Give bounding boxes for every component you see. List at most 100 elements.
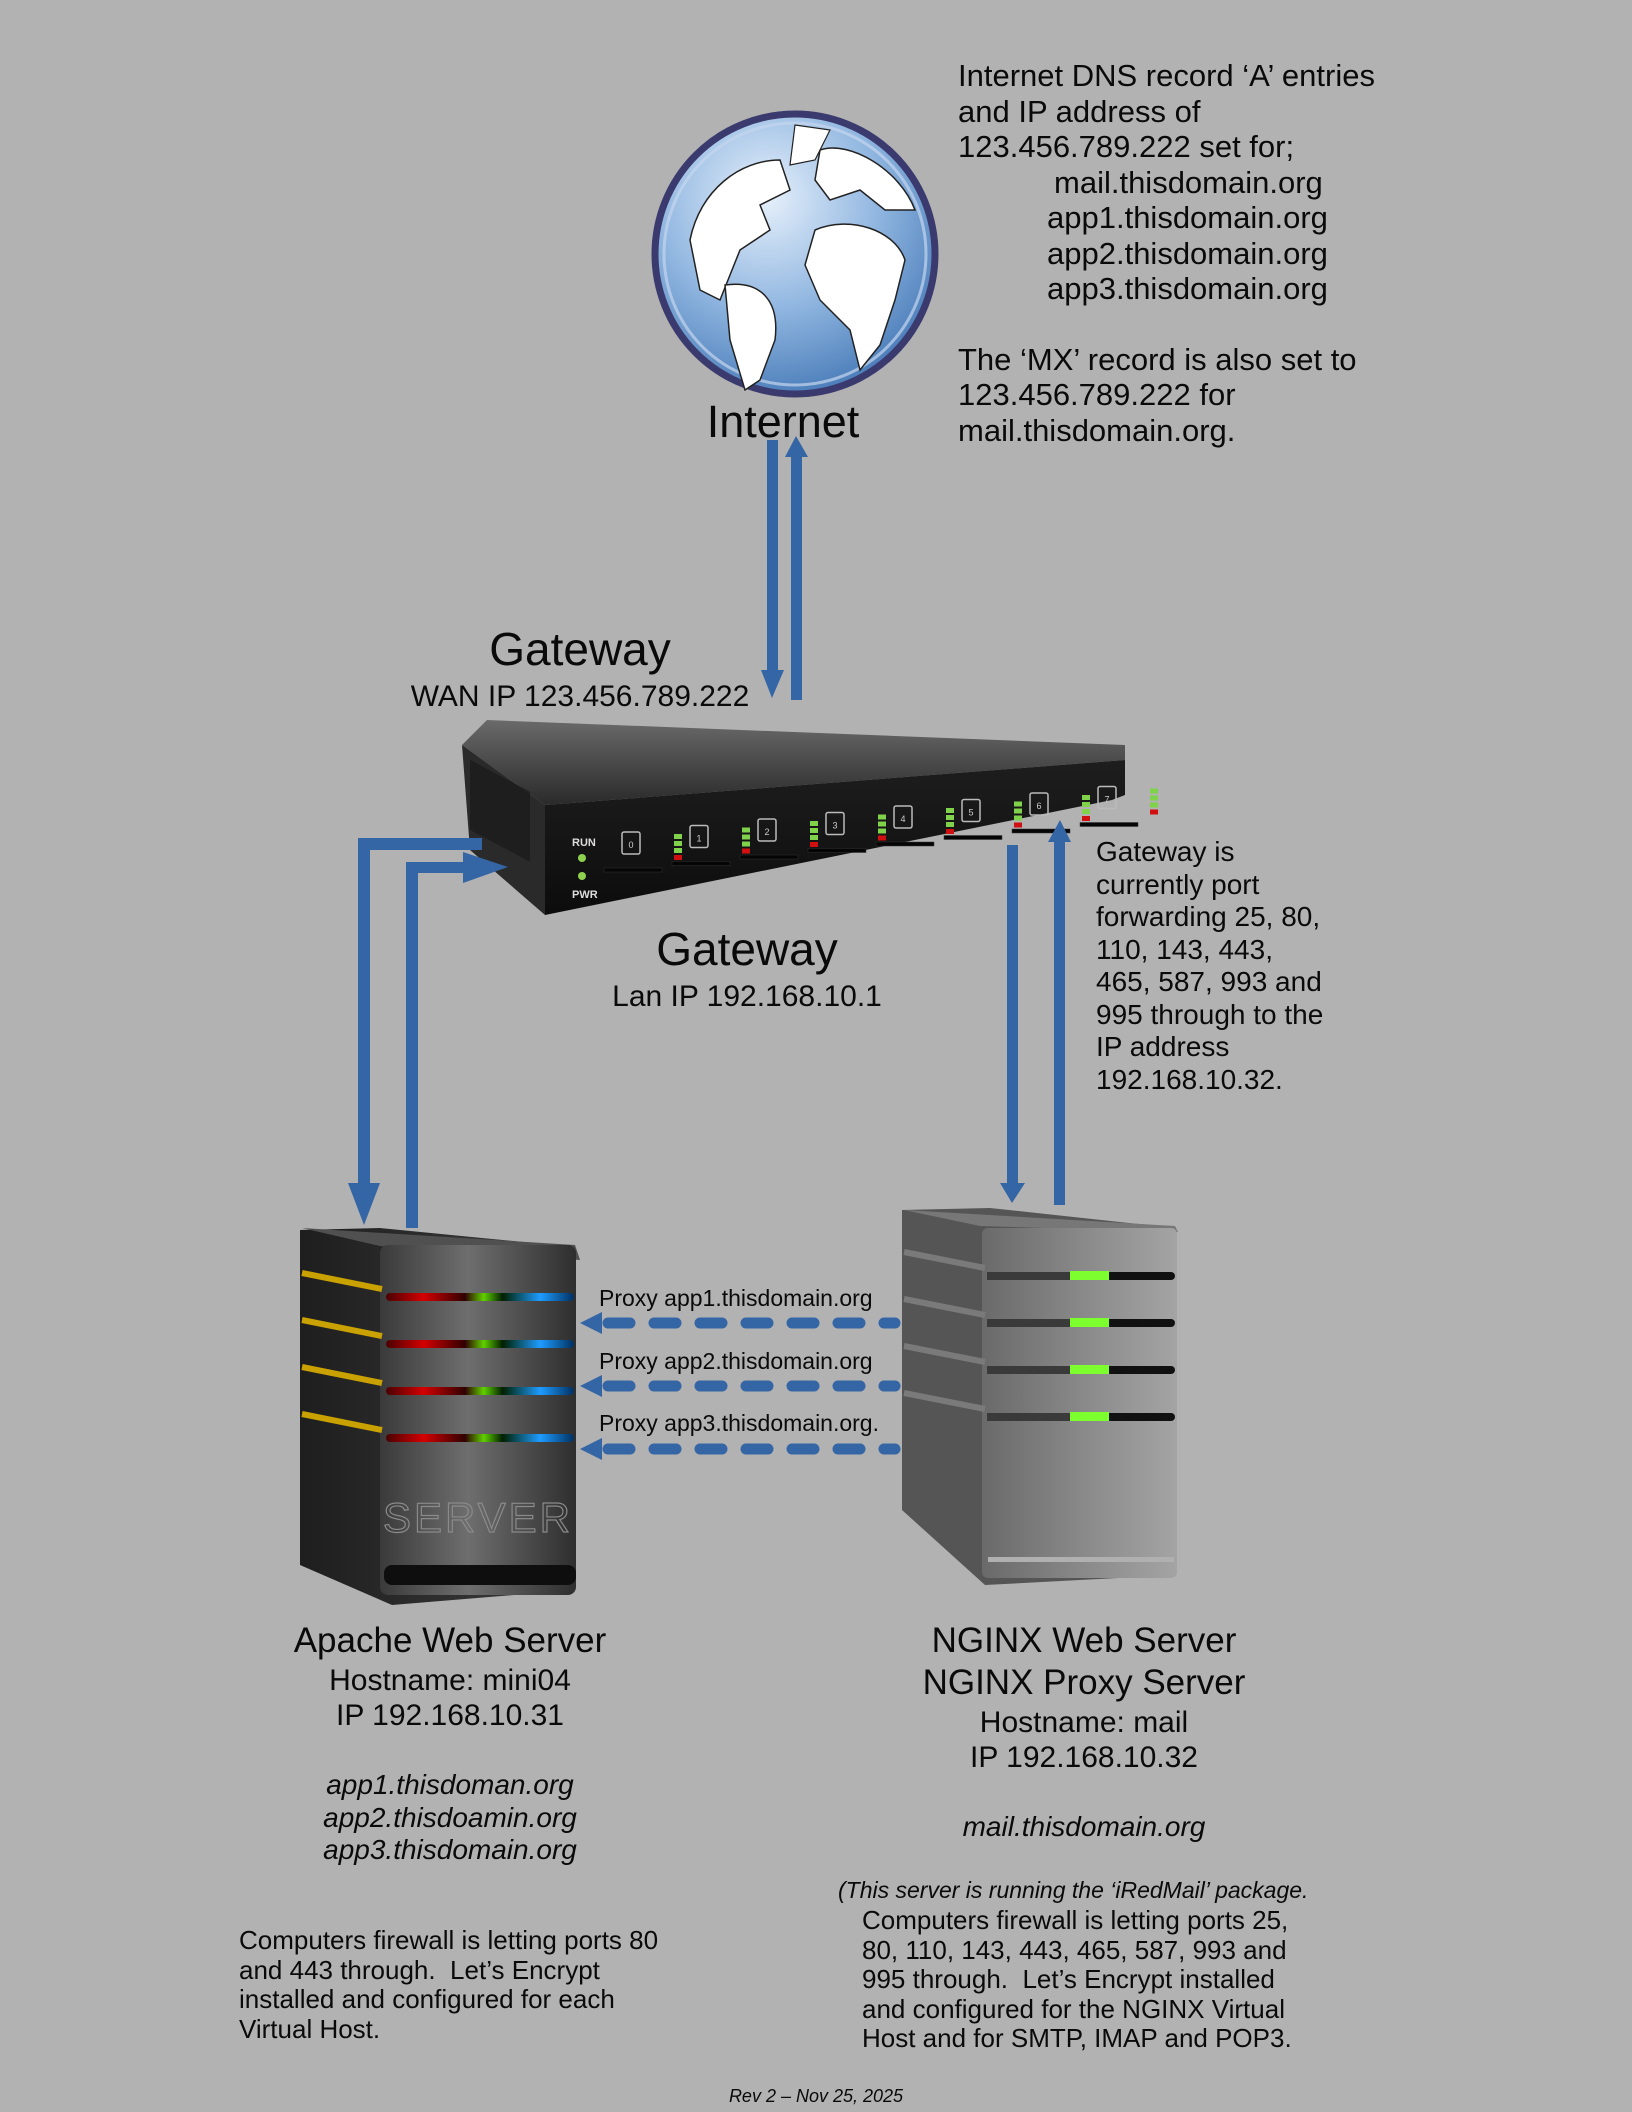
port-led bbox=[742, 834, 750, 840]
nginx-led-strips bbox=[903, 1249, 1175, 1421]
dns-host: mail.thisdomain.org bbox=[1054, 164, 1323, 200]
apache-downlink-shaft bbox=[358, 838, 370, 1188]
amber-side-led bbox=[301, 1364, 383, 1386]
green-status-led bbox=[1070, 1365, 1109, 1374]
apache-server-title: Apache Web Server bbox=[293, 1621, 607, 1660]
uplink-arrow-shaft bbox=[791, 455, 802, 700]
apache-server-icon: SERVER bbox=[300, 1228, 580, 1605]
dns-note-line: and IP address of bbox=[958, 93, 1201, 129]
arrow-down-icon bbox=[348, 1183, 380, 1225]
dns-host: app2.thisdomain.org bbox=[1047, 235, 1328, 271]
dns-host: app1.thisdomain.org bbox=[1047, 200, 1328, 235]
port-led bbox=[810, 835, 818, 840]
router-port: 2 bbox=[739, 818, 818, 860]
green-status-led bbox=[1070, 1271, 1109, 1280]
green-status-led bbox=[1070, 1318, 1109, 1327]
port-led bbox=[1150, 788, 1158, 794]
svg-text:7: 7 bbox=[1104, 795, 1109, 805]
dns-note: Internet DNS record ‘A’ entries and IP a… bbox=[958, 58, 1375, 448]
apache-domain: app2.thisdoamin.org bbox=[323, 1801, 577, 1833]
rgb-front-led bbox=[386, 1387, 574, 1395]
apache-domains: app1.thisdoman.org app2.thisdoamin.org a… bbox=[250, 1769, 650, 1867]
proxy-dashed-arrow bbox=[580, 1312, 901, 1334]
apache-led-strips bbox=[301, 1270, 574, 1442]
run-led bbox=[578, 854, 586, 862]
proxy-label-app3: Proxy app3.thisdomain.org. bbox=[599, 1410, 879, 1436]
port-led bbox=[742, 848, 750, 854]
nginx-proxy-title: NGINX Proxy Server bbox=[922, 1663, 1246, 1702]
nginx-hostname: Hostname: mail bbox=[979, 1706, 1189, 1739]
amber-side-led bbox=[301, 1317, 383, 1339]
apache-domain: app3.thisdomain.org bbox=[323, 1834, 577, 1865]
rgb-front-led bbox=[386, 1340, 574, 1348]
svg-text:3: 3 bbox=[832, 821, 837, 831]
green-status-led bbox=[1070, 1412, 1109, 1421]
router-port: 1 bbox=[671, 824, 750, 866]
downlink-arrow-shaft bbox=[767, 440, 778, 670]
port-led bbox=[810, 828, 818, 833]
proxy-arrows bbox=[580, 1312, 901, 1460]
port-led bbox=[742, 827, 750, 833]
apache-uplink-shaft bbox=[406, 862, 418, 1228]
svg-text:4: 4 bbox=[900, 814, 905, 824]
nginx-firewall-line: 80, 110, 143, 443, 465, 587, 993 and bbox=[862, 1934, 1287, 1965]
nginx-firewall-line: and configured for the NGINX Virtual bbox=[862, 1993, 1285, 2024]
port-forwarding-line: currently port bbox=[1096, 868, 1260, 900]
svg-text:6: 6 bbox=[1036, 801, 1041, 811]
router-port: 5 bbox=[943, 798, 1022, 840]
arrow-left-icon bbox=[580, 1312, 602, 1334]
port-forwarding-line: IP address bbox=[1096, 1031, 1230, 1062]
apache-hostname: Hostname: mini04 bbox=[329, 1664, 571, 1697]
port-led bbox=[742, 841, 750, 847]
apache-firewall-line: installed and configured for each bbox=[239, 1984, 615, 2015]
pwr-led bbox=[578, 872, 586, 880]
arrow-down-icon bbox=[1000, 1183, 1025, 1203]
nginx-ip: IP 192.168.10.32 bbox=[970, 1741, 1198, 1774]
amber-side-led bbox=[301, 1411, 383, 1433]
rgb-front-led bbox=[386, 1434, 574, 1442]
nginx-uplink-shaft bbox=[1054, 840, 1065, 1205]
port-forwarding-line: 192.168.10.32. bbox=[1096, 1063, 1283, 1095]
continent-greenland bbox=[789, 124, 831, 166]
port-led bbox=[810, 842, 818, 847]
apache-firewall-line: Virtual Host. bbox=[239, 2013, 381, 2044]
nginx-server-title: NGINX Web Server bbox=[931, 1621, 1237, 1660]
port-led bbox=[1014, 822, 1022, 828]
router-port: 6 bbox=[1011, 792, 1090, 834]
nginx-package-note: (This server is running the ‘iRedMail’ p… bbox=[838, 1877, 1309, 1903]
rgb-front-led bbox=[386, 1293, 574, 1301]
revision-footer: Rev 2 – Nov 25, 2025 bbox=[728, 2086, 904, 2106]
port-led bbox=[810, 821, 818, 826]
continent-north-america bbox=[689, 159, 791, 302]
nginx-server-icon bbox=[902, 1208, 1178, 1585]
port-led bbox=[878, 835, 886, 841]
apache-ip: IP 192.168.10.31 bbox=[336, 1699, 564, 1732]
port-led bbox=[1014, 808, 1022, 814]
port-led bbox=[1082, 802, 1090, 807]
proxy-label-app1: Proxy app1.thisdomain.org bbox=[599, 1285, 873, 1311]
continent-europe bbox=[814, 147, 917, 211]
router-port: 3 bbox=[807, 811, 886, 853]
nginx-downlink-shaft bbox=[1007, 845, 1018, 1185]
dns-note-line: Internet DNS record ‘A’ entries bbox=[958, 58, 1375, 93]
port-led bbox=[674, 848, 682, 853]
run-label: RUN bbox=[572, 837, 596, 849]
pwr-label: PWR bbox=[572, 889, 598, 901]
proxy-dashed-arrow bbox=[580, 1375, 901, 1397]
port-led bbox=[946, 815, 954, 820]
nginx-firewall-line: 995 through. Let’s Encrypt installed bbox=[862, 1964, 1275, 1995]
gateway-lan-title: Gateway bbox=[656, 923, 838, 975]
dns-note-line: 123.456.789.222 set for; bbox=[958, 129, 1295, 164]
port-led bbox=[878, 814, 886, 820]
port-forwarding-line: 110, 143, 443, bbox=[1096, 933, 1273, 965]
apache-domain: app1.thisdoman.org bbox=[326, 1769, 574, 1800]
apache-firewall-line: Computers firewall is letting ports 80 bbox=[239, 1925, 659, 1955]
port-led bbox=[674, 834, 682, 839]
continent-africa bbox=[804, 223, 906, 372]
port-led bbox=[946, 822, 954, 827]
arrow-down-icon bbox=[761, 670, 784, 698]
gateway-nginx-arrows bbox=[1000, 820, 1071, 1205]
